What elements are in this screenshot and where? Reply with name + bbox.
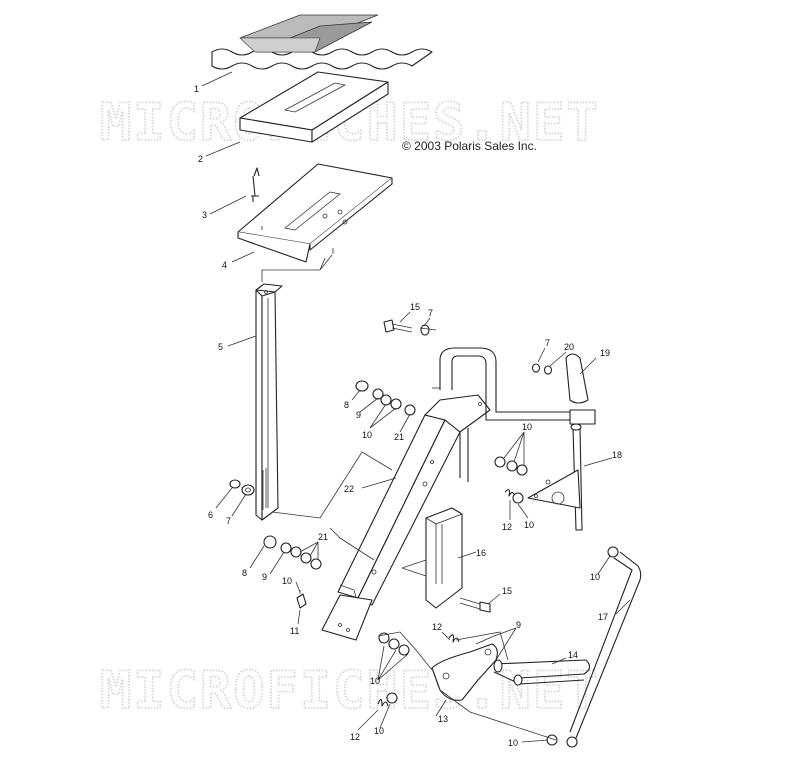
hardware-right-stack xyxy=(494,456,528,504)
callout-9a: 9 xyxy=(356,410,361,420)
part-17-long-rod xyxy=(546,546,642,748)
part-3-fastener xyxy=(251,167,260,202)
callout-10b: 10 xyxy=(522,422,532,432)
callout-21a: 21 xyxy=(394,432,404,442)
part-19-knob xyxy=(565,353,589,404)
leader-lines xyxy=(271,327,557,741)
callout-12c: 12 xyxy=(350,732,360,742)
part-15-bolt-top xyxy=(383,319,430,336)
copyright-text: © 2003 Polaris Sales Inc. xyxy=(402,139,537,153)
callout-7b: 7 xyxy=(428,308,433,318)
callout-6: 6 xyxy=(208,510,213,520)
callout-13: 13 xyxy=(438,714,448,724)
callout-8b: 8 xyxy=(242,568,247,578)
part-4-seat-base xyxy=(237,163,393,263)
callout-10c: 10 xyxy=(524,520,534,530)
callout-7a: 7 xyxy=(226,516,231,526)
callout-20: 20 xyxy=(564,342,574,352)
callout-15b: 15 xyxy=(502,586,512,596)
callout-8a: 8 xyxy=(344,400,349,410)
hardware-6-7 xyxy=(229,479,255,496)
part-14-shift-rod xyxy=(493,659,591,686)
callout-10e: 10 xyxy=(590,572,600,582)
callout-leaders xyxy=(201,71,631,743)
watermark-bottom: MICROFICHES.NET xyxy=(100,661,600,721)
callout-10g: 10 xyxy=(374,726,384,736)
part-handlebar xyxy=(439,347,596,482)
part-1-seat-cover xyxy=(211,14,433,70)
callout-4: 4 xyxy=(222,260,227,270)
callout-1: 1 xyxy=(194,84,199,94)
part-2-foam-pad xyxy=(239,71,389,143)
hardware-lower-left xyxy=(263,535,322,609)
callout-3: 3 xyxy=(202,210,207,220)
callout-12a: 12 xyxy=(502,522,512,532)
callout-22: 22 xyxy=(344,484,354,494)
part-5-seat-support xyxy=(255,283,283,521)
callout-15a: 15 xyxy=(410,302,420,312)
callout-9c: 9 xyxy=(516,620,521,630)
part-16-bracket xyxy=(425,507,463,609)
callout-14: 14 xyxy=(568,650,578,660)
callout-10d: 10 xyxy=(282,576,292,586)
callout-10a: 10 xyxy=(362,430,372,440)
part-22-base-plate xyxy=(321,594,373,641)
hardware-upper-stack xyxy=(355,363,553,416)
callout-19: 19 xyxy=(600,348,610,358)
callout-21b: 21 xyxy=(318,532,328,542)
part-18-shift-lever xyxy=(527,423,583,531)
callout-10f: 10 xyxy=(370,676,380,686)
part-15-bolt-bottom xyxy=(459,597,491,613)
callout-labels: 1 2 3 4 5 6 7 8 9 10 21 22 15 7 7 20 19 … xyxy=(194,84,622,748)
callout-18: 18 xyxy=(612,450,622,460)
part-22-main-tube xyxy=(337,394,491,606)
callout-9b: 9 xyxy=(262,572,267,582)
callout-12b: 12 xyxy=(432,622,442,632)
callout-5: 5 xyxy=(218,342,223,352)
callout-17: 17 xyxy=(598,612,608,622)
part-13-link-arm xyxy=(431,643,498,701)
callout-10h: 10 xyxy=(508,738,518,748)
callout-16: 16 xyxy=(476,548,486,558)
callout-7c: 7 xyxy=(545,338,550,348)
callout-2: 2 xyxy=(198,154,203,164)
callout-11: 11 xyxy=(290,626,299,636)
